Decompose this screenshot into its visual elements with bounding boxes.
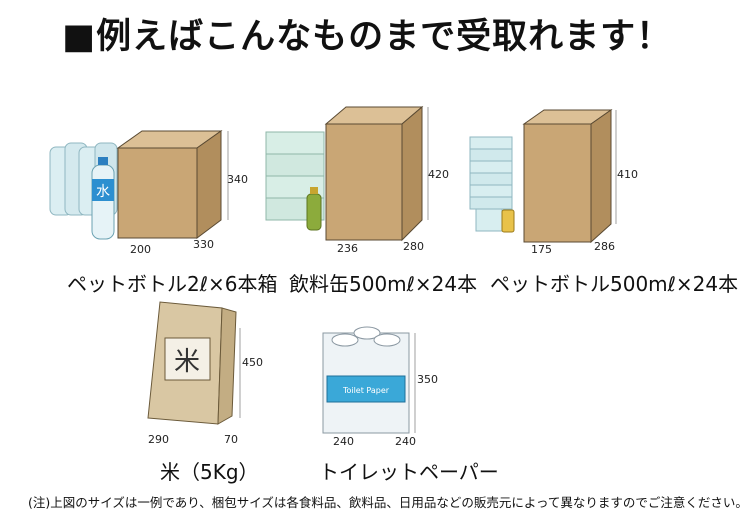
footnote: (注)上図のサイズは一例であり、梱包サイズは各食料品、飲料品、日用品などの販売元… bbox=[28, 495, 748, 510]
dim-height: 350 bbox=[417, 373, 438, 386]
dim-width: 290 bbox=[148, 433, 169, 446]
item-caption: トイレットペーパー bbox=[319, 460, 499, 484]
toilet-roll-pack-icon: Toilet Paper bbox=[322, 326, 410, 434]
cardboard-box-icon bbox=[116, 130, 223, 239]
dim-height: 410 bbox=[617, 168, 638, 181]
can-pack-icon bbox=[265, 131, 325, 221]
dim-width: 175 bbox=[531, 243, 552, 256]
box-500ml-illustration bbox=[469, 109, 617, 244]
item-can-box: 420 236 280 飲料缶500mℓ×24本 bbox=[262, 102, 492, 296]
dim-depth: 70 bbox=[224, 433, 238, 446]
box-2l-illustration: 水 bbox=[49, 130, 229, 240]
item-caption: 飲料缶500mℓ×24本 bbox=[289, 272, 478, 296]
toilet-paper-illustration: Toilet Paper bbox=[322, 326, 416, 434]
can-icon bbox=[501, 209, 515, 233]
rice-bag-illustration: 米 bbox=[147, 301, 241, 425]
dim-height: 340 bbox=[227, 173, 248, 186]
cardboard-box-icon bbox=[324, 105, 424, 242]
item-2l-bottle-box: 水 340 200 330 ペットボトル2ℓ×6本箱 bbox=[45, 125, 277, 296]
cardboard-box-icon bbox=[522, 109, 613, 244]
item-toilet-paper: Toilet Paper 350 240 240 トイレットペーパー bbox=[315, 318, 499, 488]
dim-depth: 240 bbox=[395, 435, 416, 448]
bottle-label: 水 bbox=[96, 184, 110, 200]
bag-label: 米 bbox=[174, 347, 200, 377]
dim-width: 236 bbox=[337, 242, 358, 255]
dim-height: 420 bbox=[428, 168, 449, 181]
dim-depth: 330 bbox=[193, 238, 214, 251]
bottle-pack-icon bbox=[469, 136, 513, 232]
dim-depth: 286 bbox=[594, 240, 615, 253]
item-caption: ペットボトル2ℓ×6本箱 bbox=[67, 272, 278, 296]
box-can-illustration bbox=[265, 105, 429, 242]
dim-depth: 280 bbox=[403, 240, 424, 253]
drink-bottle-icon bbox=[306, 187, 322, 231]
rice-bag-icon: 米 bbox=[147, 301, 237, 425]
item-caption: ペットボトル500mℓ×24本 bbox=[490, 272, 739, 296]
dim-width: 240 bbox=[333, 435, 354, 448]
item-caption: 米（5Kg） bbox=[160, 460, 259, 484]
dim-width: 200 bbox=[130, 243, 151, 256]
pack-label: Toilet Paper bbox=[342, 386, 390, 395]
item-500ml-bottle-box: 410 175 286 ペットボトル500mℓ×24本 bbox=[466, 102, 738, 296]
page-title: ■例えばこんなものまで受取れます！ bbox=[62, 17, 673, 57]
item-rice-bag: 米 450 290 70 米（5Kg） bbox=[140, 298, 300, 488]
water-bottle-icon: 水 bbox=[91, 157, 115, 240]
dim-height: 450 bbox=[242, 356, 263, 369]
